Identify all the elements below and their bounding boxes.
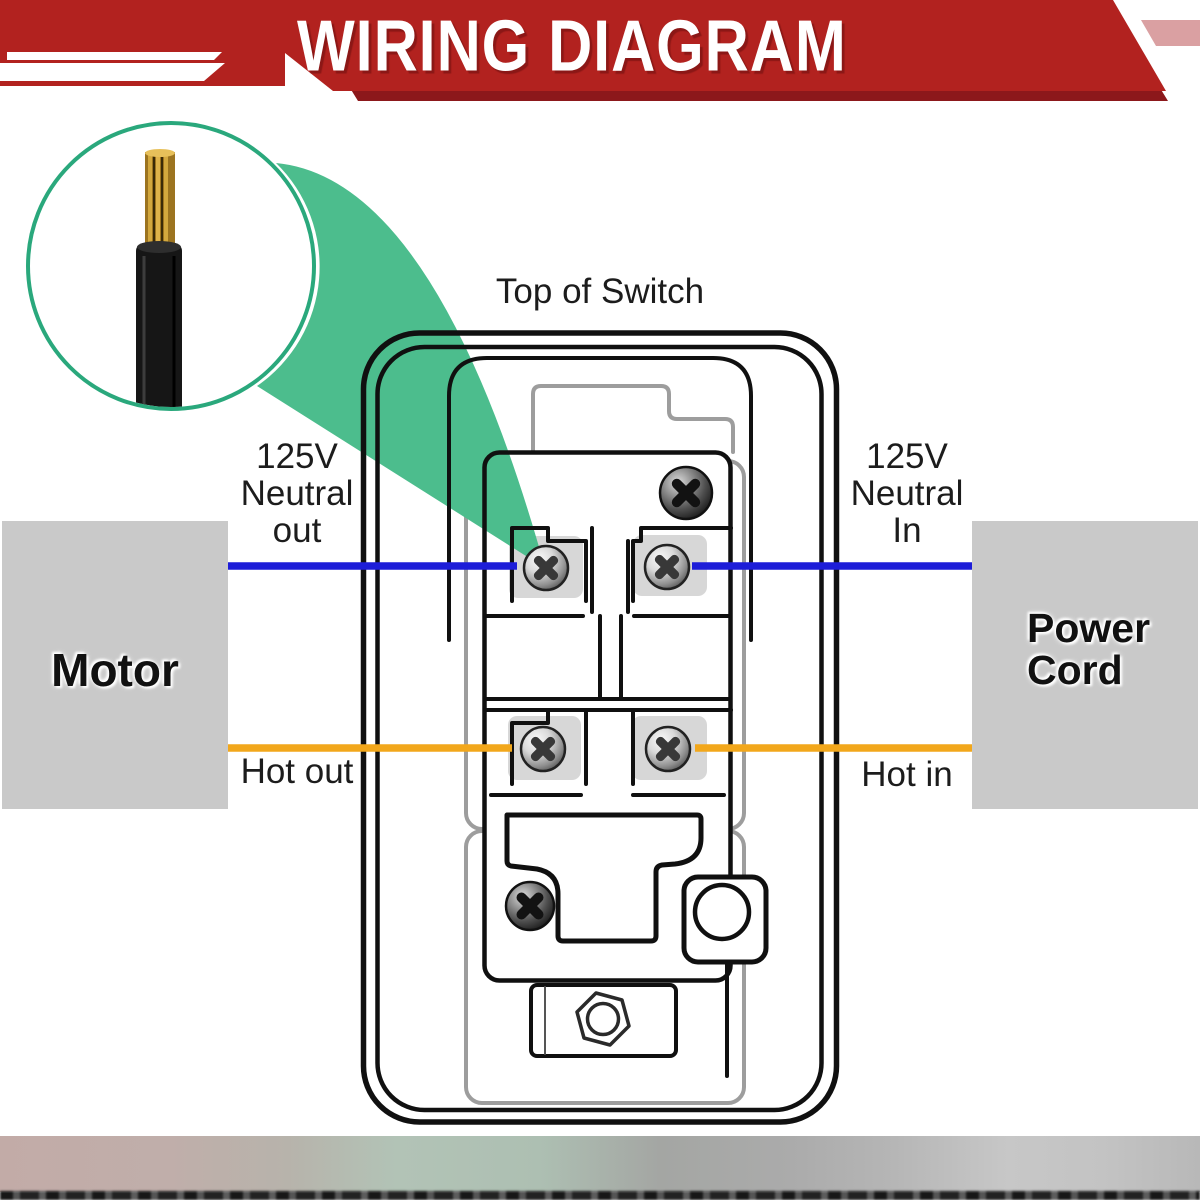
switch-body-inner-outline <box>375 344 824 1113</box>
footer-photo-strip <box>0 1136 1200 1192</box>
stripped-wire-icon <box>136 149 182 407</box>
switch-body-outer-outline <box>360 330 840 1125</box>
power-cord-box: Power Cord <box>972 521 1198 809</box>
neutral-out-terminal-screw-icon <box>522 544 570 592</box>
bottom-mounting-screw-icon <box>504 880 556 932</box>
banner-main-ribbon <box>285 0 1166 91</box>
motor-box: Motor <box>2 521 228 809</box>
wire-closeup-inset <box>28 123 314 409</box>
footer-cropped-text-strip <box>0 1191 1200 1200</box>
banner <box>0 0 1200 101</box>
top-of-switch-label: Top of Switch <box>495 272 705 311</box>
banner-pink-tab <box>1141 20 1200 46</box>
page-title: WIRING DIAGRAM <box>297 5 847 87</box>
hex-nut-bore <box>585 1001 621 1037</box>
magnifier-cone <box>257 163 545 568</box>
banner-white-stripe-thin <box>7 52 222 60</box>
terminal-cutout-lines <box>485 526 733 797</box>
banner-white-stripe-thick <box>0 63 225 81</box>
screws <box>504 465 714 932</box>
hot-in-label: Hot in <box>861 755 953 794</box>
inset-circle-ring <box>26 121 316 411</box>
hot-out-label: Hot out <box>240 752 354 791</box>
top-mounting-screw-icon <box>658 465 714 521</box>
power-cord-label: Power Cord <box>1027 605 1151 693</box>
switch-inner-shell <box>447 356 753 642</box>
plate-top-tab-outline <box>531 384 735 454</box>
hot-out-terminal-screw-icon <box>519 725 567 773</box>
banner-shadow-strip <box>350 88 1168 101</box>
switch-linework <box>360 330 840 1125</box>
neutral-in-label: 125V Neutral In <box>850 437 964 550</box>
neutral-in-terminal-screw-icon <box>643 543 691 591</box>
wire-insulation <box>136 243 182 407</box>
motor-label: Motor <box>51 644 179 696</box>
wires <box>227 562 972 752</box>
terminal-block-outline <box>482 450 733 983</box>
switch-mechanism-cutout <box>504 812 704 944</box>
attachment-hole-icon <box>692 882 752 942</box>
hot-in-terminal-screw-icon <box>644 725 692 773</box>
neutral-out-label: 125V Neutral out <box>240 437 354 550</box>
